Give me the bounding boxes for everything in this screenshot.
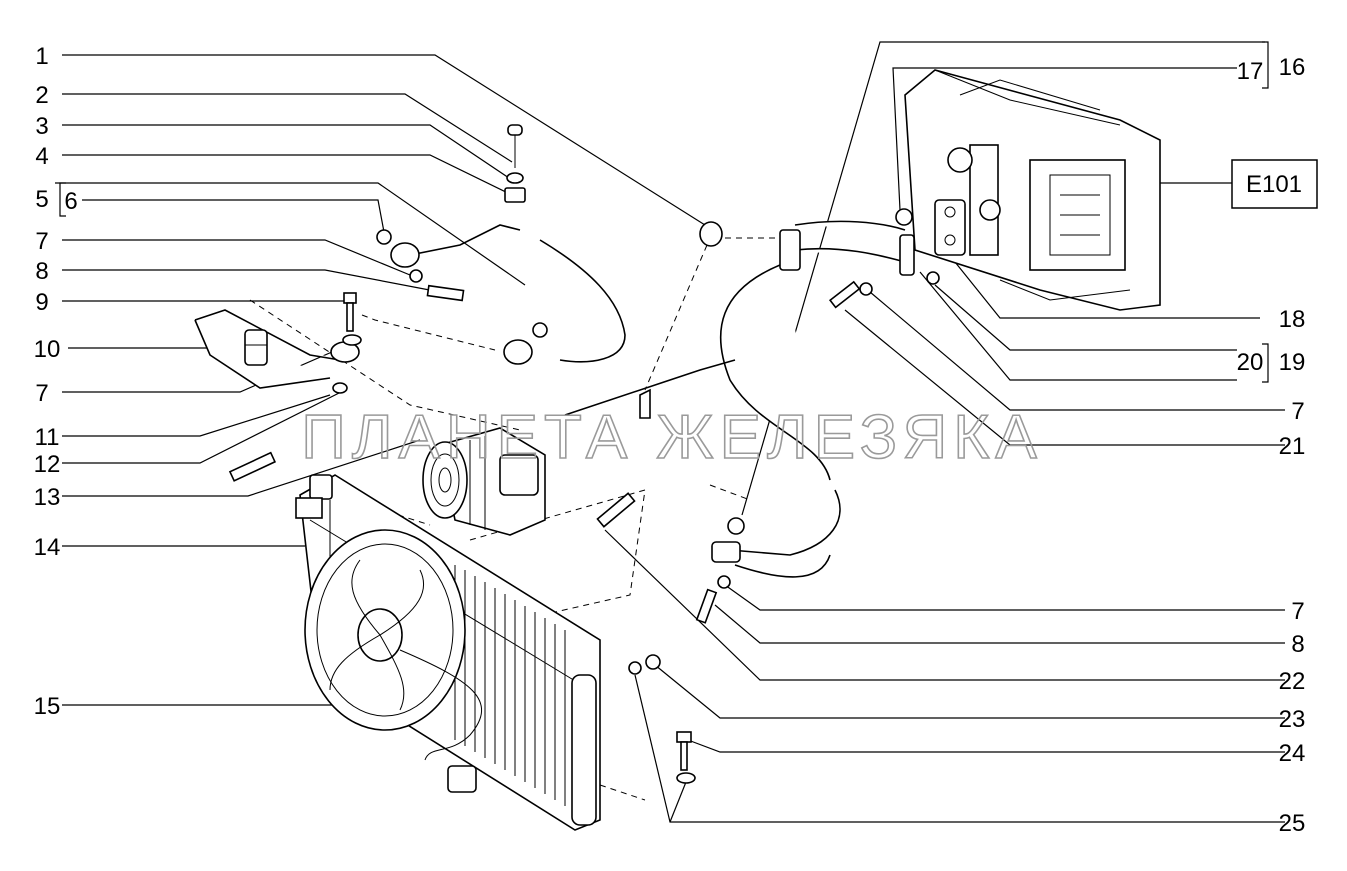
- callout-label: 7: [35, 228, 48, 255]
- callout-label: 12: [34, 451, 61, 478]
- evaporator-module: [904, 69, 1161, 311]
- callout-label: 7: [1291, 398, 1304, 425]
- callout-label: 2: [35, 82, 48, 109]
- callout-label: 22: [1279, 668, 1306, 695]
- reference-box: [1231, 159, 1318, 209]
- callout-label: 7: [1291, 598, 1304, 625]
- left-leader-lines: [55, 54, 706, 706]
- right-leader-lines: [604, 41, 1285, 823]
- callout-label: 19: [1279, 349, 1306, 376]
- callout-label: 14: [34, 534, 61, 561]
- left-callouts: 1 2 3 4 5 6 7 8 9 10 7 11 12 13 14 15: [34, 43, 78, 720]
- callout-label: 6: [64, 188, 77, 215]
- callout-label: 17: [1237, 58, 1264, 85]
- callout-label: 4: [35, 143, 48, 170]
- callout-label: 16: [1279, 54, 1306, 81]
- fasteners: [228, 124, 940, 784]
- callout-label: 13: [34, 484, 61, 511]
- callout-label: 9: [35, 289, 48, 316]
- callout-label: 20: [1237, 349, 1264, 376]
- callout-label: 8: [35, 258, 48, 285]
- refrigerant-lines-right: [564, 220, 915, 578]
- callout-label: 5: [35, 186, 48, 213]
- callout-label: 21: [1279, 433, 1306, 460]
- reference-box-label: E101: [1246, 171, 1302, 198]
- callout-label: 10: [34, 336, 61, 363]
- callout-label: 1: [35, 43, 48, 70]
- watermark-text: ПЛАНЕТА ЖЕЛЕЗЯКА: [301, 403, 1042, 472]
- right-callouts: 17 16 18 20 19 7 21 7 8 22 23 24 25: [1237, 54, 1306, 837]
- callout-label: 8: [1291, 631, 1304, 658]
- condenser-fan-assembly: [295, 474, 601, 831]
- expansion-valve: [934, 199, 966, 256]
- callout-label: 11: [35, 424, 60, 451]
- callout-label: 24: [1279, 740, 1306, 767]
- callout-label: 3: [35, 113, 48, 140]
- compressor: [422, 427, 546, 536]
- callout-label: 15: [34, 693, 61, 720]
- callout-label: 18: [1279, 306, 1306, 333]
- callout-label: 23: [1279, 706, 1306, 733]
- callout-label: 7: [35, 380, 48, 407]
- pressure-switch: [244, 329, 268, 366]
- callout-label: 25: [1279, 810, 1306, 837]
